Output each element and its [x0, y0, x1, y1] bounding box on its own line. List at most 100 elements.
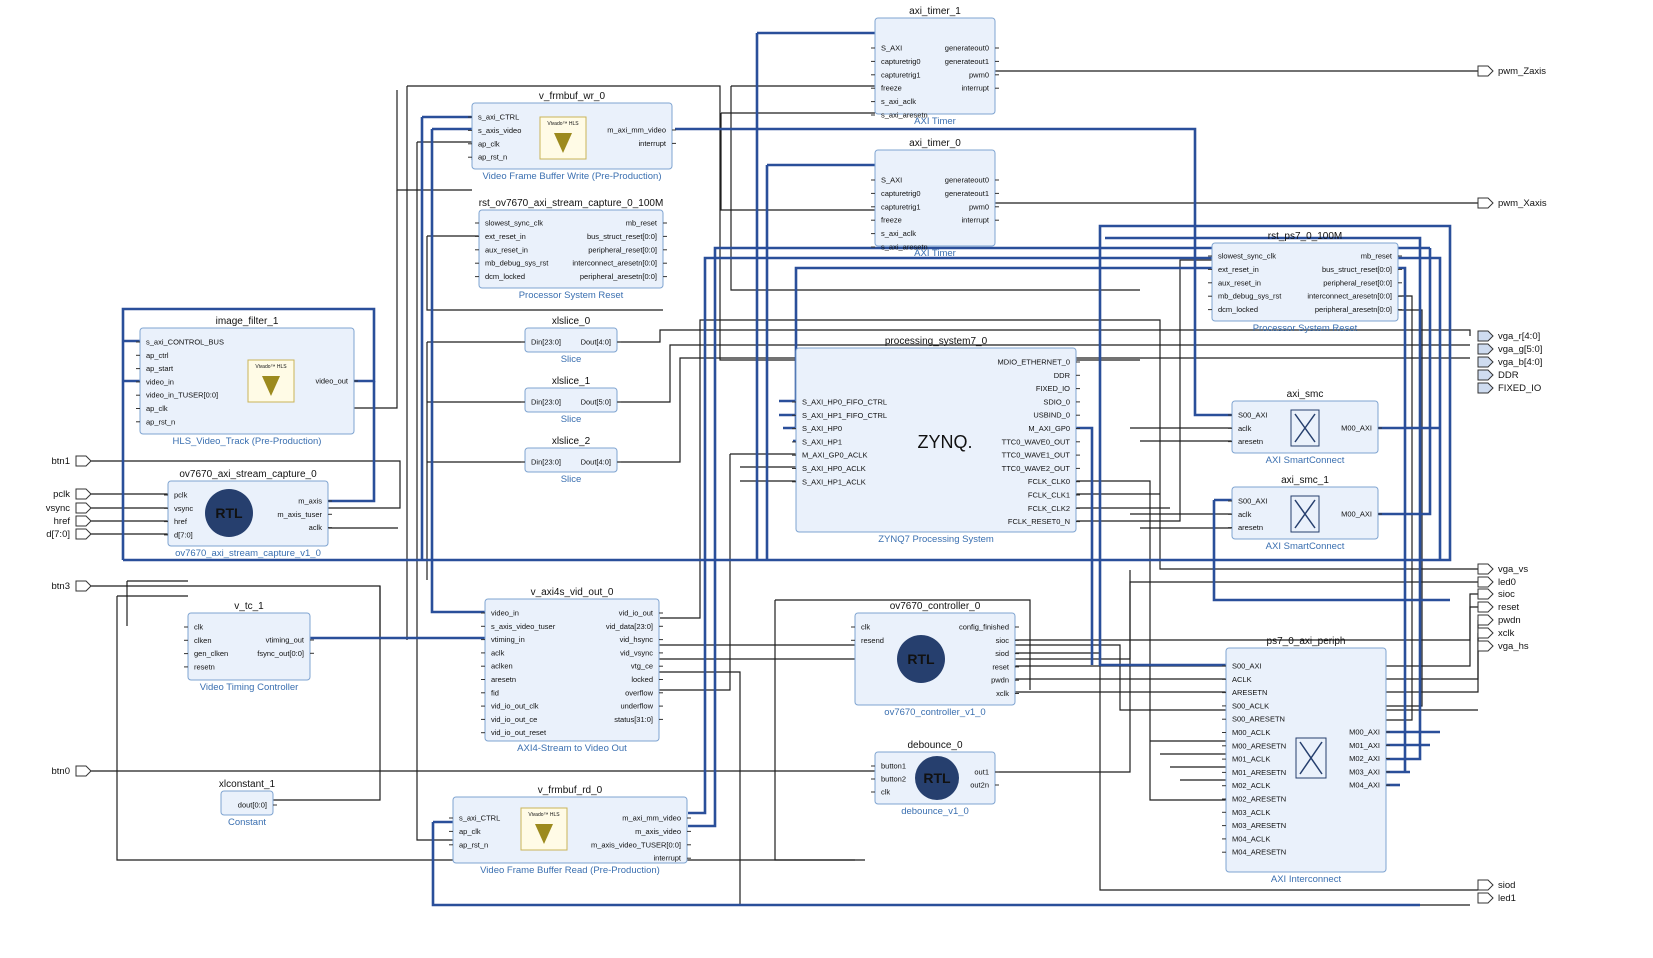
block-body[interactable]: [874, 17, 996, 115]
output-port-vgahs[interactable]: vga_hs: [1477, 640, 1529, 652]
pin-label: M03_ARESETN: [1232, 821, 1286, 830]
block-body[interactable]: [524, 387, 618, 413]
output-port-led1[interactable]: led1: [1477, 892, 1516, 904]
net-wire: [774, 600, 865, 861]
hls-logo-text: Vivado™ HLS: [528, 812, 560, 818]
input-port-pclk[interactable]: pclk: [53, 488, 92, 500]
block-body[interactable]: [1225, 647, 1387, 873]
pin-label: ap_rst_n: [146, 417, 175, 426]
output-port-reset[interactable]: reset: [1477, 601, 1519, 613]
port-label: pwm_Zaxis: [1498, 66, 1546, 77]
net-wire: [1076, 480, 1226, 801]
input-port-d70[interactable]: d[7:0]: [46, 528, 92, 540]
block-body[interactable]: [524, 327, 618, 353]
pin-label: m_axis: [298, 497, 322, 506]
input-port-btn3[interactable]: btn3: [52, 580, 92, 592]
wire-layer: [90, 31, 1479, 907]
block-body[interactable]: [478, 209, 664, 289]
pin-label: capturetrig0: [881, 189, 921, 198]
pin-label: m_axi_mm_video: [607, 126, 666, 135]
pin-label: freeze: [881, 216, 902, 225]
pin-label: S00_ACLK: [1232, 701, 1269, 710]
block-debounce_0[interactable]: debounce_0debounce_v1_0button1button2clk…: [871, 740, 999, 817]
bus-wire: [688, 256, 1442, 815]
output-port-pwmxaxis[interactable]: pwm_Xaxis: [1477, 197, 1547, 209]
output-port-pwmzaxis[interactable]: pwm_Zaxis: [1477, 65, 1546, 77]
output-port-fixedio[interactable]: FIXED_IO: [1477, 382, 1541, 394]
pin-label: FCLK_CLK0: [1028, 477, 1070, 486]
output-port-vgar40[interactable]: vga_r[4:0]: [1477, 330, 1540, 342]
output-port-xclk[interactable]: xclk: [1477, 627, 1515, 639]
rtl-logo-text: RTL: [215, 505, 243, 521]
output-port-sioc[interactable]: sioc: [1477, 588, 1515, 600]
input-port-btn0[interactable]: btn0: [52, 765, 92, 777]
port-arrow-icon: [75, 488, 92, 500]
port-label: vga_hs: [1498, 641, 1529, 652]
bus-wire: [1212, 500, 1450, 602]
net-wire: [995, 581, 1478, 773]
block-body[interactable]: [874, 149, 996, 247]
output-port-vgab40[interactable]: vga_b[4:0]: [1477, 356, 1542, 368]
pin-label: M04_ACLK: [1232, 834, 1270, 843]
port-arrow-icon: [1477, 330, 1494, 342]
block-body[interactable]: [795, 347, 1077, 533]
output-port-vgag50[interactable]: vga_g[5:0]: [1477, 343, 1542, 355]
pin-label: Dout[4:0]: [581, 458, 611, 467]
block-body[interactable]: [484, 598, 660, 742]
pin-label: Din[23:0]: [531, 398, 561, 407]
block-body[interactable]: [524, 447, 618, 473]
input-port-vsync[interactable]: vsync: [46, 502, 92, 514]
input-port-href[interactable]: href: [54, 515, 92, 527]
hls-chevron-icon: [554, 133, 572, 153]
pin-label: dcm_locked: [1218, 305, 1258, 314]
pin-label: sioc: [996, 636, 1010, 645]
block-body[interactable]: [452, 796, 688, 864]
net-wire: [617, 344, 1470, 403]
output-port-siod[interactable]: siod: [1477, 879, 1515, 891]
net-wire: [775, 599, 1031, 690]
pin-label: pclk: [174, 491, 188, 500]
output-port-vgavs[interactable]: vga_vs: [1477, 563, 1528, 575]
output-port-ddr[interactable]: DDR: [1477, 369, 1519, 381]
pin-label: ARESETN: [1232, 688, 1267, 697]
block-body[interactable]: [220, 790, 274, 816]
pin-label: peripheral_reset[0:0]: [1323, 278, 1392, 287]
pin-label: clk: [881, 788, 890, 797]
pin-label: peripheral_aresetn[0:0]: [1315, 305, 1392, 314]
pin-label: locked: [631, 675, 653, 684]
block-body[interactable]: [187, 612, 311, 681]
block-ov7670_controller_0[interactable]: ov7670_controller_0ov7670_controller_v1_…: [851, 601, 1019, 718]
port-label: btn3: [52, 581, 71, 592]
port-arrow-icon: [75, 580, 92, 592]
input-port-btn1[interactable]: btn1: [52, 455, 92, 467]
block-body[interactable]: [1211, 242, 1399, 322]
port-label: d[7:0]: [46, 529, 70, 540]
port-label: reset: [1498, 602, 1519, 613]
pin-label: FCLK_CLK2: [1028, 504, 1070, 513]
output-port-led0[interactable]: led0: [1477, 576, 1516, 588]
block-ov7670_axi_stream_capture_0[interactable]: ov7670_axi_stream_capture_0ov7670_axi_st…: [164, 469, 332, 559]
output-port-pwdn[interactable]: pwdn: [1477, 614, 1521, 626]
block-title: xlconstant_1: [219, 779, 276, 790]
block-rst_ov7670[interactable]: rst_ov7670_axi_stream_capture_0_100MProc…: [475, 198, 667, 301]
pin-label: interconnect_aresetn[0:0]: [1307, 292, 1392, 301]
block-title: axi_smc_1: [1281, 475, 1329, 486]
net-wire: [426, 236, 663, 311]
block-subtitle: AXI SmartConnect: [1266, 541, 1345, 552]
block-title: rst_ps7_0_100M: [1268, 231, 1343, 242]
